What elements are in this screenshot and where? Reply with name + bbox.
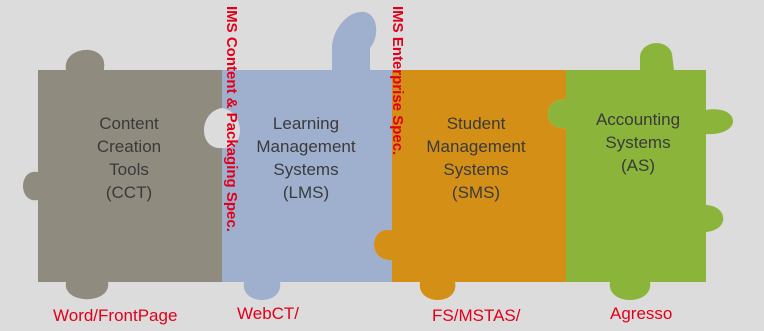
product-label-agresso: Agresso — [610, 304, 673, 323]
lms-label: Learning Management Systems (LMS) — [256, 114, 356, 202]
spec-label-enterprise: IMS Enterprise Spec. — [389, 6, 406, 156]
piece-cct — [23, 49, 222, 300]
piece-sms — [374, 70, 566, 300]
cct-label: Content Creation Tools (CCT) — [96, 114, 162, 202]
product-label-word-frontpage: Word/FrontPage — [53, 306, 178, 325]
piece-lms — [222, 11, 392, 300]
product-label-webct: WebCT/ — [237, 304, 300, 323]
spec-label-content-packaging: IMS Content & Packaging Spec. — [223, 6, 240, 232]
piece-as — [547, 43, 734, 300]
as-label: Accounting Systems (AS) — [595, 110, 681, 175]
sms-label: Student Management Systems (SMS) — [426, 114, 526, 202]
product-label-fs-mstas: FS/MSTAS/ — [432, 306, 521, 325]
